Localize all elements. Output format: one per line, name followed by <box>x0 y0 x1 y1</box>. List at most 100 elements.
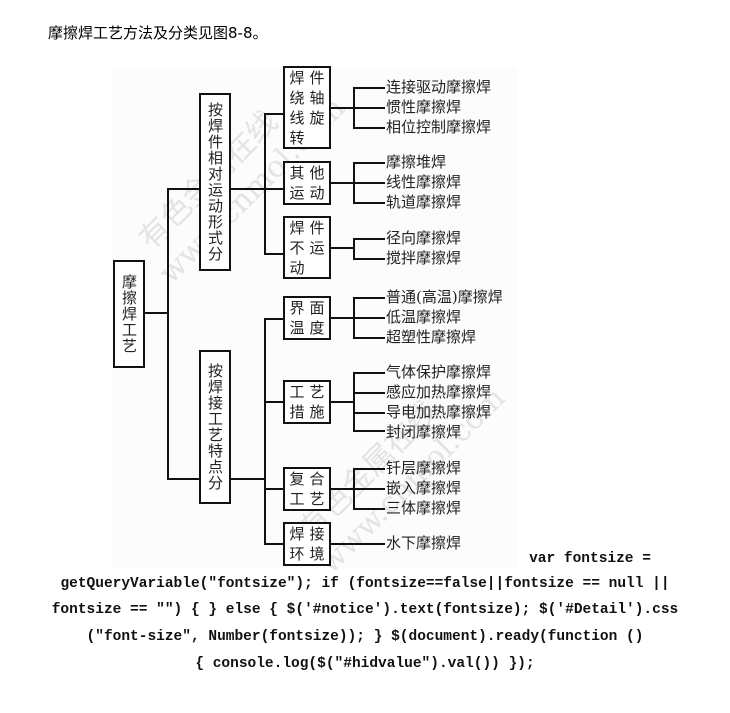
connector <box>353 317 385 319</box>
root-box: 摩擦焊工艺 <box>113 260 145 368</box>
connector <box>264 188 283 190</box>
box-char: 艺 <box>309 383 325 401</box>
connector <box>231 478 265 480</box>
connector <box>264 318 266 544</box>
leaf-item: 连接驱动摩擦焊 <box>386 78 492 96</box>
branch-box-process: 按焊接工艺特点分 <box>199 350 231 504</box>
connector <box>264 253 283 255</box>
leaf-item: 感应加热摩擦焊 <box>386 383 492 401</box>
leaf-item: 相位控制摩擦焊 <box>386 118 492 136</box>
friction-welding-classification-diagram: 有色金属在线 www.cnmol.com 有色金属在线 www.cnmol.co… <box>112 66 518 581</box>
connector <box>331 401 353 403</box>
box-char: 转 <box>289 128 305 147</box>
group-box-other-motion: 其他运动 <box>283 161 331 205</box>
code-line-4: ("font-size", Number(fontsize)); } $(doc… <box>86 629 644 645</box>
box-char: 焊 <box>289 68 305 87</box>
code-line-2: getQueryVariable("fontsize"); if (fontsi… <box>60 576 670 592</box>
intro-text: 摩擦焊工艺方法及分类见图8-8。 <box>48 24 268 42</box>
leaf-item: 封闭摩擦焊 <box>386 423 462 441</box>
box-char: 接 <box>309 525 325 543</box>
connector <box>353 202 385 204</box>
leaf-item: 钎层摩擦焊 <box>386 459 462 477</box>
box-char: 运 <box>289 184 305 202</box>
leaf-item: 径向摩擦焊 <box>386 229 462 247</box>
connector <box>264 113 266 255</box>
connector <box>145 312 167 314</box>
leaf-item: 低温摩擦焊 <box>386 308 462 326</box>
connector <box>264 113 283 115</box>
leaf-item: 导电加热摩擦焊 <box>386 403 492 421</box>
box-char: 工 <box>289 383 305 401</box>
code-line-5: { console.log($("#hidvalue").val()) }); <box>195 656 535 672</box>
connector <box>264 401 283 403</box>
connector <box>353 392 385 394</box>
connector <box>353 127 385 129</box>
connector <box>353 162 385 164</box>
connector <box>353 412 385 414</box>
connector <box>167 188 169 480</box>
connector <box>331 107 353 109</box>
code-line-1: var fontsize = <box>529 551 651 567</box>
connector <box>353 107 385 109</box>
box-char: 温 <box>289 319 305 337</box>
box-char: 件 <box>309 218 325 237</box>
leaf-item: 惯性摩擦焊 <box>386 98 462 116</box>
connector <box>331 488 353 490</box>
leaf-item: 水下摩擦焊 <box>386 534 462 552</box>
code-line-3: fontsize == "") { } else { $('#notice').… <box>51 602 679 618</box>
box-char: 旋 <box>309 108 325 127</box>
connector <box>353 297 385 299</box>
leaf-item: 搅拌摩擦焊 <box>386 249 462 267</box>
leaf-item: 普通(高温)摩擦焊 <box>386 288 503 306</box>
connector <box>353 372 355 432</box>
box-char: 复 <box>289 470 305 488</box>
connector <box>353 372 385 374</box>
connector <box>331 247 353 249</box>
connector <box>353 430 385 432</box>
box-char: 件 <box>309 68 325 87</box>
connector <box>167 478 199 480</box>
box-char: 度 <box>309 319 325 337</box>
box-char: 焊 <box>289 525 305 543</box>
group-box-process-measures: 工艺措施 <box>283 380 331 424</box>
box-char: 合 <box>309 470 325 488</box>
leaf-item: 超塑性摩擦焊 <box>386 328 477 346</box>
connector <box>353 87 385 89</box>
box-char: 工 <box>289 490 305 508</box>
connector <box>353 238 385 240</box>
leaf-item: 摩擦堆焊 <box>386 153 447 171</box>
connector <box>353 182 385 184</box>
group-box-interface-temp: 界面温度 <box>283 296 331 340</box>
leaf-item: 气体保护摩擦焊 <box>386 363 492 381</box>
connector <box>331 543 385 545</box>
leaf-item: 轨道摩擦焊 <box>386 193 462 211</box>
connector <box>353 508 385 510</box>
box-char: 境 <box>309 545 325 563</box>
connector <box>167 188 199 190</box>
box-char: 施 <box>309 403 325 421</box>
box-char: 运 <box>309 238 325 257</box>
connector <box>353 258 385 260</box>
connector <box>353 468 385 470</box>
box-char: 面 <box>309 299 325 317</box>
leaf-item: 嵌入摩擦焊 <box>386 479 462 497</box>
leaf-item: 三体摩擦焊 <box>386 499 462 517</box>
group-box-environment: 焊接环境 <box>283 522 331 566</box>
box-char <box>307 258 327 278</box>
box-char: 焊 <box>289 218 305 237</box>
group-box-hybrid: 复合工艺 <box>283 467 331 511</box>
branch-box-motion: 按焊件相对运动形式分 <box>199 93 231 271</box>
group-box-rotation: 焊件绕轴线旋转 <box>283 66 331 149</box>
box-char: 他 <box>309 164 325 182</box>
box-char: 动 <box>309 184 325 202</box>
connector <box>331 182 353 184</box>
box-char: 动 <box>289 258 305 277</box>
connector <box>353 337 385 339</box>
box-char: 其 <box>289 164 305 182</box>
leaf-item: 线性摩擦焊 <box>386 173 462 191</box>
box-char: 轴 <box>309 88 325 107</box>
box-char <box>307 128 327 148</box>
connector <box>353 238 355 260</box>
connector <box>264 318 283 320</box>
box-char: 艺 <box>309 490 325 508</box>
